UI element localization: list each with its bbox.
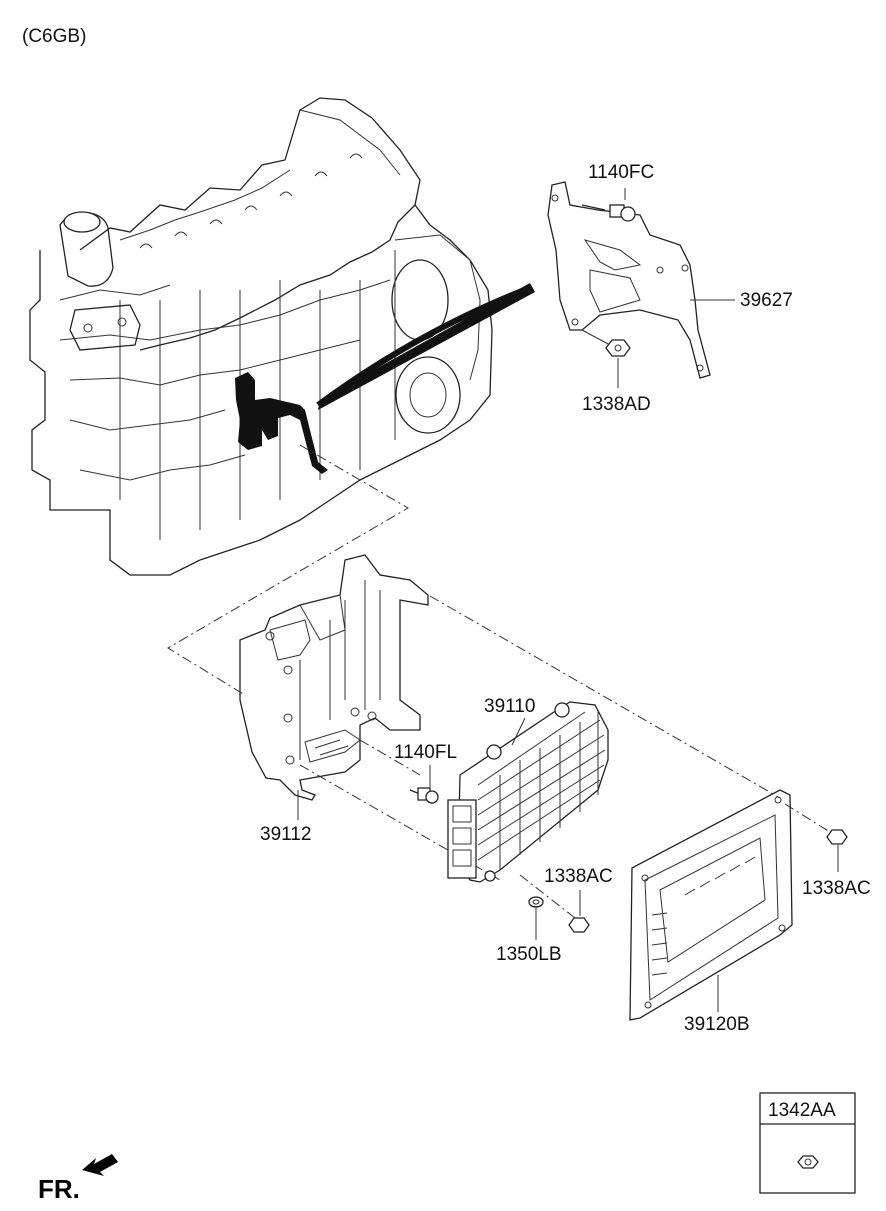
variant-label: (C6GB): [22, 26, 86, 47]
label-1338ac-a: 1338AC: [544, 866, 613, 887]
label-39112: 39112: [260, 824, 311, 845]
label-1338ad: 1338AD: [582, 394, 651, 415]
front-arrow-icon: [82, 1154, 118, 1176]
bracket-39112-illustration: [239, 554, 429, 801]
bolt-1140fl-icon: [409, 787, 439, 804]
label-39627: 39627: [740, 290, 793, 311]
label-39110: 39110: [484, 696, 535, 717]
label-39120b: 39120B: [684, 1014, 750, 1035]
ecu-39110-illustration: [447, 701, 609, 883]
nut-1338ac-b-icon: [826, 829, 848, 845]
assembly-line-1: [167, 444, 409, 696]
legend-box-label: 1342AA: [768, 1100, 836, 1121]
bracket-39627-illustration: [547, 181, 711, 379]
label-1350lb: 1350LB: [496, 944, 562, 965]
nut-1338ad-icon: [605, 339, 631, 357]
cover-39120b-illustration: [629, 789, 793, 1021]
front-direction-indicator: FR.: [38, 1154, 118, 1204]
nut-icon: [797, 1155, 819, 1169]
assembly-line-5: [784, 803, 831, 833]
label-1140fc: 1140FC: [588, 162, 654, 183]
assembly-line-3: [299, 764, 501, 881]
front-direction-label: FR.: [38, 1174, 80, 1204]
assembly-line-6: [519, 874, 576, 919]
assembly-line-4: [359, 739, 421, 776]
engine-block-illustration: [29, 97, 535, 576]
nut-1338ac-a-icon: [568, 917, 590, 933]
assembly-line-2: [429, 595, 781, 799]
washer-1350lb-icon: [528, 896, 544, 908]
label-1140fl: 1140FL: [394, 742, 457, 763]
label-1338ac-b: 1338AC: [802, 878, 871, 899]
legend-box-1342aa: 1342AA: [759, 1092, 856, 1194]
